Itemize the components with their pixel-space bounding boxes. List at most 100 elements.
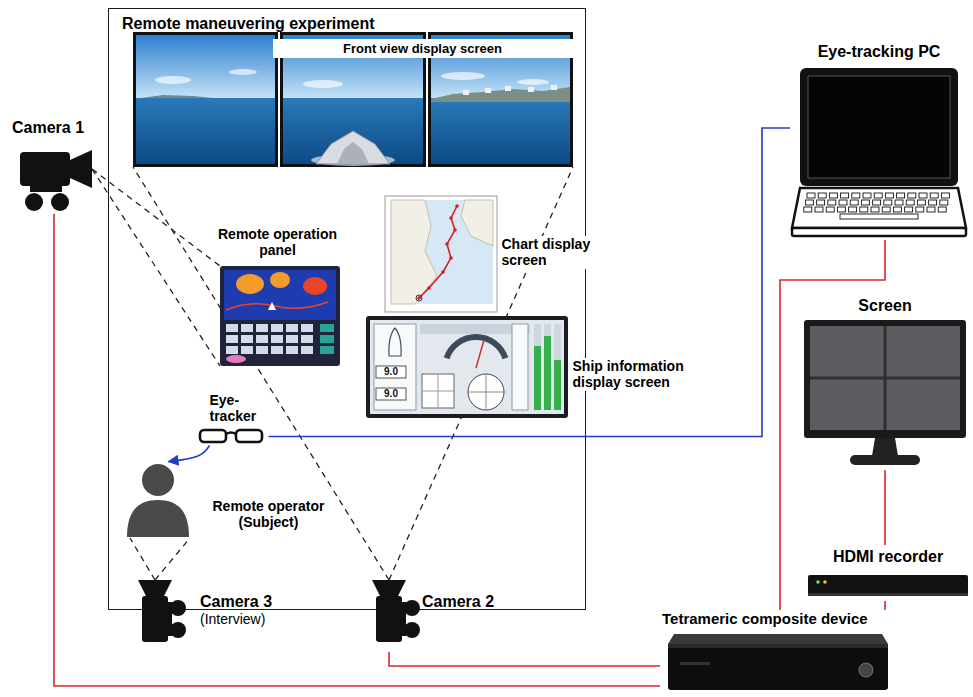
camera: Camera 1 xyxy=(8,118,100,214)
ship-info-image-part xyxy=(468,391,504,392)
camera-icon-part xyxy=(25,193,43,211)
device-icon-part xyxy=(668,644,888,648)
laptop-icon-part xyxy=(815,207,823,212)
laptop-icon-part xyxy=(917,200,925,205)
chart-image-part xyxy=(445,242,449,246)
camera-icon-part xyxy=(404,622,420,638)
panel-image-part xyxy=(286,346,298,354)
laptop-icon-part xyxy=(805,200,813,205)
laptop-icon-part xyxy=(860,207,868,212)
node-label: Remote operation panel xyxy=(210,226,346,260)
front-view-image-part xyxy=(136,35,275,98)
node-label: Screen xyxy=(800,296,970,315)
device-icon-part xyxy=(680,662,710,665)
front-view-image-part xyxy=(551,85,557,90)
node-label: Front view display screen xyxy=(273,39,573,59)
label-holder: 9.0 xyxy=(376,388,406,400)
camera-icon-part xyxy=(142,596,168,642)
panel-image-part xyxy=(226,355,246,363)
laptop-icon-part xyxy=(861,200,869,205)
chart-image-part xyxy=(461,200,493,246)
laptop-icon-part xyxy=(908,193,916,198)
view-line xyxy=(92,169,220,266)
front-view-image-part xyxy=(528,87,534,92)
video-cable xyxy=(54,214,660,686)
front-view-image-part xyxy=(283,98,423,164)
laptop-icon-part xyxy=(938,207,946,212)
camera-icon-part xyxy=(30,184,62,192)
chart-image-part xyxy=(449,216,453,220)
panel-image-part xyxy=(303,277,327,295)
ship-info-image-part xyxy=(534,346,541,410)
ship-info-image-part xyxy=(554,324,561,410)
front-view-image-part xyxy=(133,32,278,167)
front-view-image-part xyxy=(485,88,491,93)
laptop-icon-part xyxy=(905,207,913,212)
node-label: Camera 2 xyxy=(422,592,494,611)
glasses-icon-part xyxy=(200,430,226,442)
laptop-pc: Eye-tracking PC xyxy=(790,40,971,240)
recorder-icon-part xyxy=(808,593,968,596)
panel-image-part xyxy=(226,335,238,343)
panel-image-part xyxy=(320,335,334,343)
view-line xyxy=(130,538,155,580)
front-view-image-part xyxy=(155,76,191,84)
panel-image-part xyxy=(241,335,253,343)
node-label: Eye-tracker xyxy=(210,392,266,426)
chart-image-part xyxy=(391,200,437,304)
laptop-icon-part xyxy=(852,193,860,198)
camera-icon-part xyxy=(138,580,172,596)
camera-icon-part xyxy=(70,150,92,188)
front-view-image-part xyxy=(431,98,570,164)
panel-image xyxy=(220,266,340,366)
camera-icon-part xyxy=(20,152,70,186)
laptop-icon-part xyxy=(871,207,879,212)
panel-image-part xyxy=(301,324,313,332)
panel-image-part xyxy=(320,324,334,332)
panel-image-part xyxy=(320,346,334,354)
glasses-icon xyxy=(198,428,264,444)
laptop-icon-part xyxy=(818,193,826,198)
panel-image-part xyxy=(220,266,340,366)
camera: Camera 2 xyxy=(372,578,497,652)
recorder-icon-part xyxy=(808,575,968,595)
front-view-image-part xyxy=(517,79,549,85)
panel-image-part xyxy=(268,302,276,310)
node-label: HDMI recorder xyxy=(806,547,970,566)
chart-image-part xyxy=(417,296,421,300)
panel-image-part xyxy=(256,335,268,343)
laptop-icon-part xyxy=(919,193,927,198)
chart-image-part xyxy=(419,206,457,298)
laptop-icon-part xyxy=(930,193,938,198)
device-icon-part xyxy=(859,663,873,677)
laptop-icon-part xyxy=(849,207,857,212)
panel-image-part xyxy=(256,346,268,354)
view-line xyxy=(155,538,190,580)
ship-info-image-part xyxy=(374,324,416,410)
monitor-icon-part xyxy=(810,326,960,430)
laptop-icon-part xyxy=(916,207,924,212)
camera: Camera 3(Interview) xyxy=(138,578,308,652)
laptop-icon-part xyxy=(792,188,966,228)
chart-image-part xyxy=(385,196,497,312)
panel-image-part xyxy=(270,272,290,288)
ship-info-image-part xyxy=(476,340,484,368)
recorder-icon-part xyxy=(816,580,820,584)
panel-image-part xyxy=(271,346,283,354)
laptop-icon-part xyxy=(882,207,890,212)
hdmi-recorder: HDMI recorder xyxy=(806,545,973,601)
laptop-icon-part xyxy=(792,228,966,236)
view-line xyxy=(92,169,220,366)
person-icon-part xyxy=(127,500,189,537)
laptop-icon-part xyxy=(807,193,815,198)
device-icon xyxy=(660,632,892,692)
recorder-icon-part xyxy=(823,580,827,584)
recorder-icon xyxy=(806,573,970,599)
chart-image-part xyxy=(391,200,493,304)
camera-icon-part xyxy=(51,193,69,211)
panel-image-part xyxy=(286,335,298,343)
panel-image-part xyxy=(271,324,283,332)
laptop-icon-part xyxy=(863,193,871,198)
video-cable xyxy=(884,601,886,610)
laptop-icon-part xyxy=(828,200,836,205)
